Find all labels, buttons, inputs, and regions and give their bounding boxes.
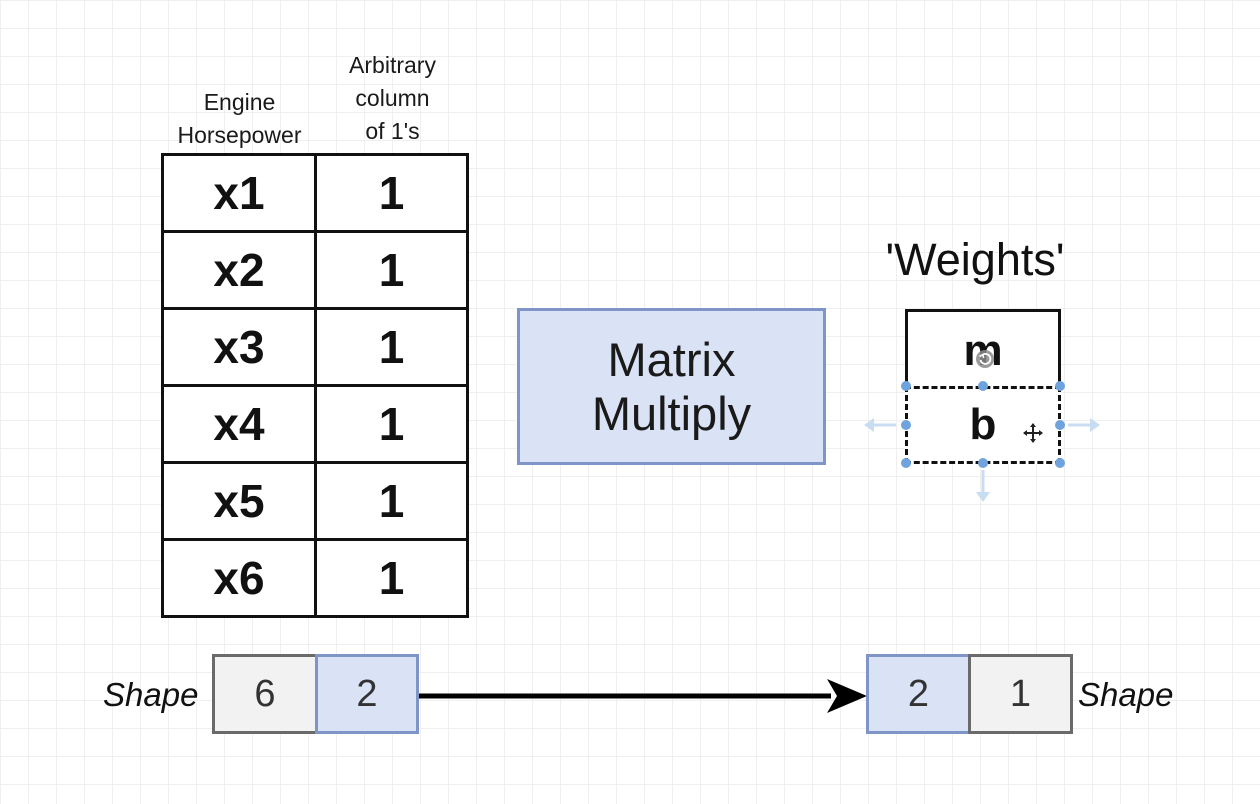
weight-b-label: b	[969, 400, 997, 449]
engine-header-line: Horsepower	[177, 122, 302, 148]
arbitrary-header-line: Arbitrary	[349, 52, 436, 78]
table-cell-x[interactable]: x3	[161, 307, 317, 387]
selection-handle[interactable]	[901, 458, 911, 468]
shape-label-left: Shape	[103, 676, 199, 713]
selection-handle[interactable]	[1055, 458, 1065, 468]
arbitrary-header-line: column	[355, 85, 430, 111]
selection-handle[interactable]	[978, 458, 988, 468]
table-cell-one[interactable]: 1	[314, 230, 469, 310]
engine-horsepower-header: Engine Horsepower	[163, 86, 316, 152]
weights-title: 'Weights'	[885, 234, 1065, 285]
shape-left-dim-cols[interactable]: 2	[315, 654, 419, 734]
table-cell-one[interactable]: 1	[314, 153, 469, 233]
selection-handle[interactable]	[978, 381, 988, 391]
table-cell-one[interactable]: 1	[314, 461, 469, 541]
engine-header-line: Engine	[203, 89, 276, 115]
selection-handle[interactable]	[1055, 381, 1065, 391]
table-cell-x[interactable]: x5	[161, 461, 317, 541]
connection-arrow-icon[interactable]	[971, 468, 995, 504]
arbitrary-header-line: of 1's	[365, 118, 420, 144]
shape-connector-arrow[interactable]	[419, 674, 869, 718]
shape-right-dim-cols[interactable]: 1	[968, 654, 1073, 734]
shape-right-dim-rows-value: 2	[907, 672, 930, 715]
shape-left-dim-rows[interactable]: 6	[212, 654, 318, 734]
rotate-icon[interactable]	[974, 348, 996, 370]
selection-handle[interactable]	[901, 381, 911, 391]
move-cursor-icon	[1023, 423, 1043, 443]
shape-left-dim-cols-value: 2	[356, 672, 378, 715]
table-cell-x[interactable]: x2	[161, 230, 317, 310]
table-cell-one[interactable]: 1	[314, 307, 469, 387]
table-cell-one[interactable]: 1	[314, 384, 469, 464]
connection-arrow-icon[interactable]	[862, 413, 898, 437]
shape-right-dim-cols-value: 1	[1009, 672, 1032, 715]
selection-handle[interactable]	[1055, 420, 1065, 430]
connection-arrow-icon[interactable]	[1066, 413, 1102, 437]
table-cell-x[interactable]: x1	[161, 153, 317, 233]
table-cell-x[interactable]: x6	[161, 538, 317, 618]
shape-left-dim-rows-value: 6	[254, 672, 276, 715]
matrix-multiply-line-1: Matrix	[607, 332, 736, 386]
shape-right-dim-rows[interactable]: 2	[866, 654, 971, 734]
arbitrary-column-header: Arbitrary column of 1's	[316, 49, 469, 148]
selection-handle[interactable]	[901, 420, 911, 430]
shape-label-right: Shape	[1078, 676, 1174, 713]
matrix-multiply-line-2: Multiply	[591, 386, 752, 440]
table-cell-x[interactable]: x4	[161, 384, 317, 464]
table-cell-one[interactable]: 1	[314, 538, 469, 618]
weight-cell-m[interactable]: m	[905, 309, 1061, 389]
matrix-multiply-box[interactable]: Matrix Multiply	[517, 308, 826, 465]
